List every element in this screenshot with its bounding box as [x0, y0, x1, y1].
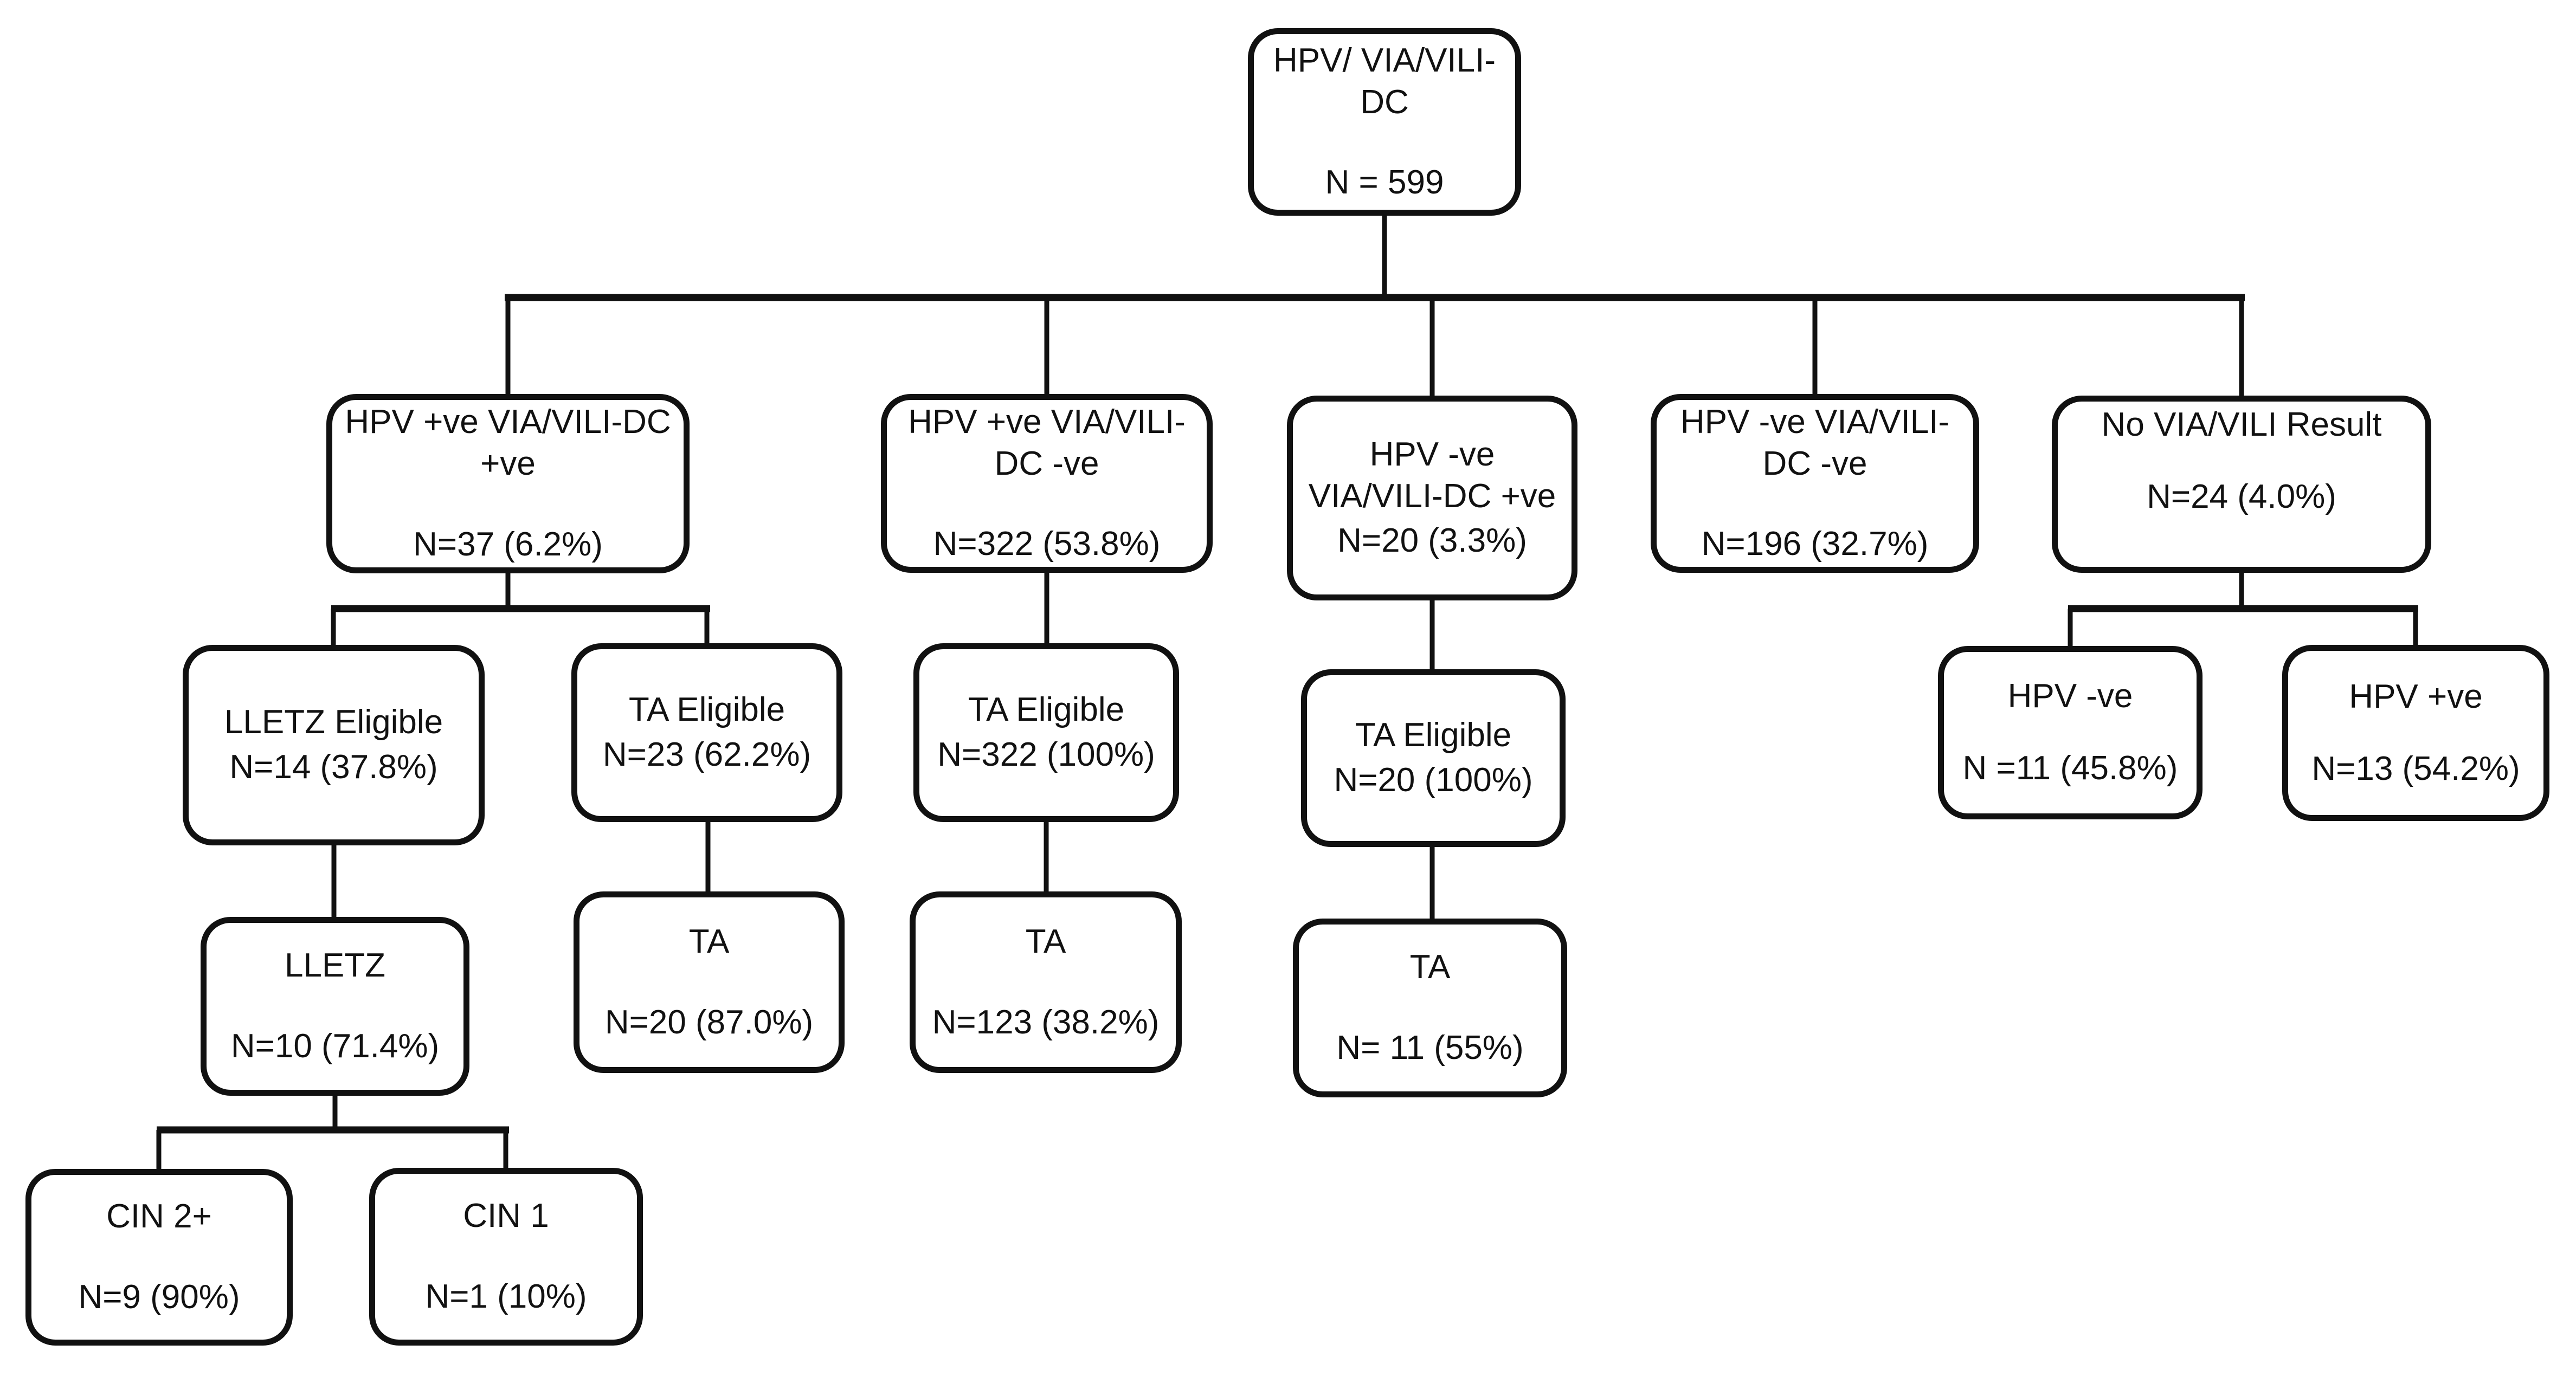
node-value: N =11 (45.8%)	[1962, 749, 2178, 787]
node-no-via-vili-result: No VIA/VILI Result N=24 (4.0%)	[2052, 396, 2431, 573]
node-label: TA	[688, 922, 730, 960]
node-label: No VIA/VILI Result	[2101, 406, 2382, 444]
node-value: N=23 (62.2%)	[602, 736, 812, 773]
node-label: CIN 1	[463, 1197, 549, 1235]
node-ta-eligible-23: TA Eligible N=23 (62.2%)	[571, 643, 842, 822]
node-ta-eligible-322: TA Eligible N=322 (100%)	[913, 643, 1179, 822]
node-value: N=14 (37.8%)	[229, 748, 438, 786]
node-value: N=20 (3.3%)	[1337, 522, 1527, 560]
node-label: LLETZ	[284, 947, 386, 985]
node-lletz: LLETZ N=10 (71.4%)	[201, 917, 469, 1096]
node-root: HPV/ VIA/VILI-DC N = 599	[1248, 28, 1521, 216]
node-hpv-pos-via-neg: HPV +ve VIA/VILI-DC -ve N=322 (53.8%)	[881, 394, 1213, 573]
node-label: TA Eligible	[1355, 716, 1512, 754]
node-ta-11: TA N= 11 (55%)	[1293, 919, 1567, 1097]
node-value: N=20 (100%)	[1334, 761, 1533, 799]
node-label: CIN 2+	[106, 1198, 212, 1236]
node-hpv-pos-subgroup: HPV +ve N=13 (54.2%)	[2282, 645, 2549, 821]
node-value: N = 599	[1325, 164, 1444, 202]
node-label: TA	[1409, 948, 1451, 986]
node-label: TA	[1025, 922, 1066, 960]
node-cin-2plus: CIN 2+ N=9 (90%)	[25, 1169, 293, 1346]
node-label: HPV -ve VIA/VILI-DC -ve	[1680, 403, 1950, 482]
node-label: HPV +ve VIA/VILI-DC +ve	[345, 403, 671, 483]
node-label: HPV -ve VIA/VILI-DC +ve	[1308, 435, 1556, 515]
node-value: N= 11 (55%)	[1336, 1029, 1524, 1066]
node-label: HPV -ve	[2007, 677, 2133, 715]
node-lletz-eligible: LLETZ Eligible N=14 (37.8%)	[183, 645, 485, 845]
node-value: N=10 (71.4%)	[230, 1027, 440, 1065]
node-hpv-pos-via-pos: HPV +ve VIA/VILI-DC +ve N=37 (6.2%)	[326, 394, 690, 573]
node-label: TA Eligible	[628, 691, 785, 729]
node-value: N=123 (38.2%)	[932, 1003, 1160, 1041]
node-hpv-neg-subgroup: HPV -ve N =11 (45.8%)	[1938, 646, 2203, 819]
node-ta-eligible-20: TA Eligible N=20 (100%)	[1301, 669, 1566, 847]
node-hpv-neg-via-pos: HPV -ve VIA/VILI-DC +ve N=20 (3.3%)	[1287, 396, 1577, 600]
node-label: HPV +ve	[2349, 677, 2483, 715]
node-value: N=196 (32.7%)	[1701, 525, 1929, 563]
node-ta-20: TA N=20 (87.0%)	[574, 891, 845, 1073]
node-ta-123: TA N=123 (38.2%)	[910, 891, 1182, 1073]
node-value: N=13 (54.2%)	[2311, 749, 2520, 787]
node-value: N=24 (4.0%)	[2147, 478, 2336, 515]
node-value: N=9 (90%)	[78, 1278, 240, 1316]
node-value: N=322 (53.8%)	[933, 525, 1161, 563]
node-label: LLETZ Eligible	[224, 703, 443, 741]
node-value: N=37 (6.2%)	[413, 525, 603, 563]
node-cin-1: CIN 1 N=1 (10%)	[369, 1168, 643, 1346]
node-value: N=1 (10%)	[425, 1278, 587, 1315]
node-label: HPV +ve VIA/VILI-DC -ve	[908, 403, 1186, 482]
node-label: HPV/ VIA/VILI-DC	[1273, 41, 1496, 121]
node-hpv-neg-via-neg: HPV -ve VIA/VILI-DC -ve N=196 (32.7%)	[1651, 394, 1979, 573]
node-value: N=20 (87.0%)	[604, 1003, 814, 1041]
node-value: N=322 (100%)	[937, 736, 1155, 773]
node-label: TA Eligible	[968, 691, 1125, 729]
